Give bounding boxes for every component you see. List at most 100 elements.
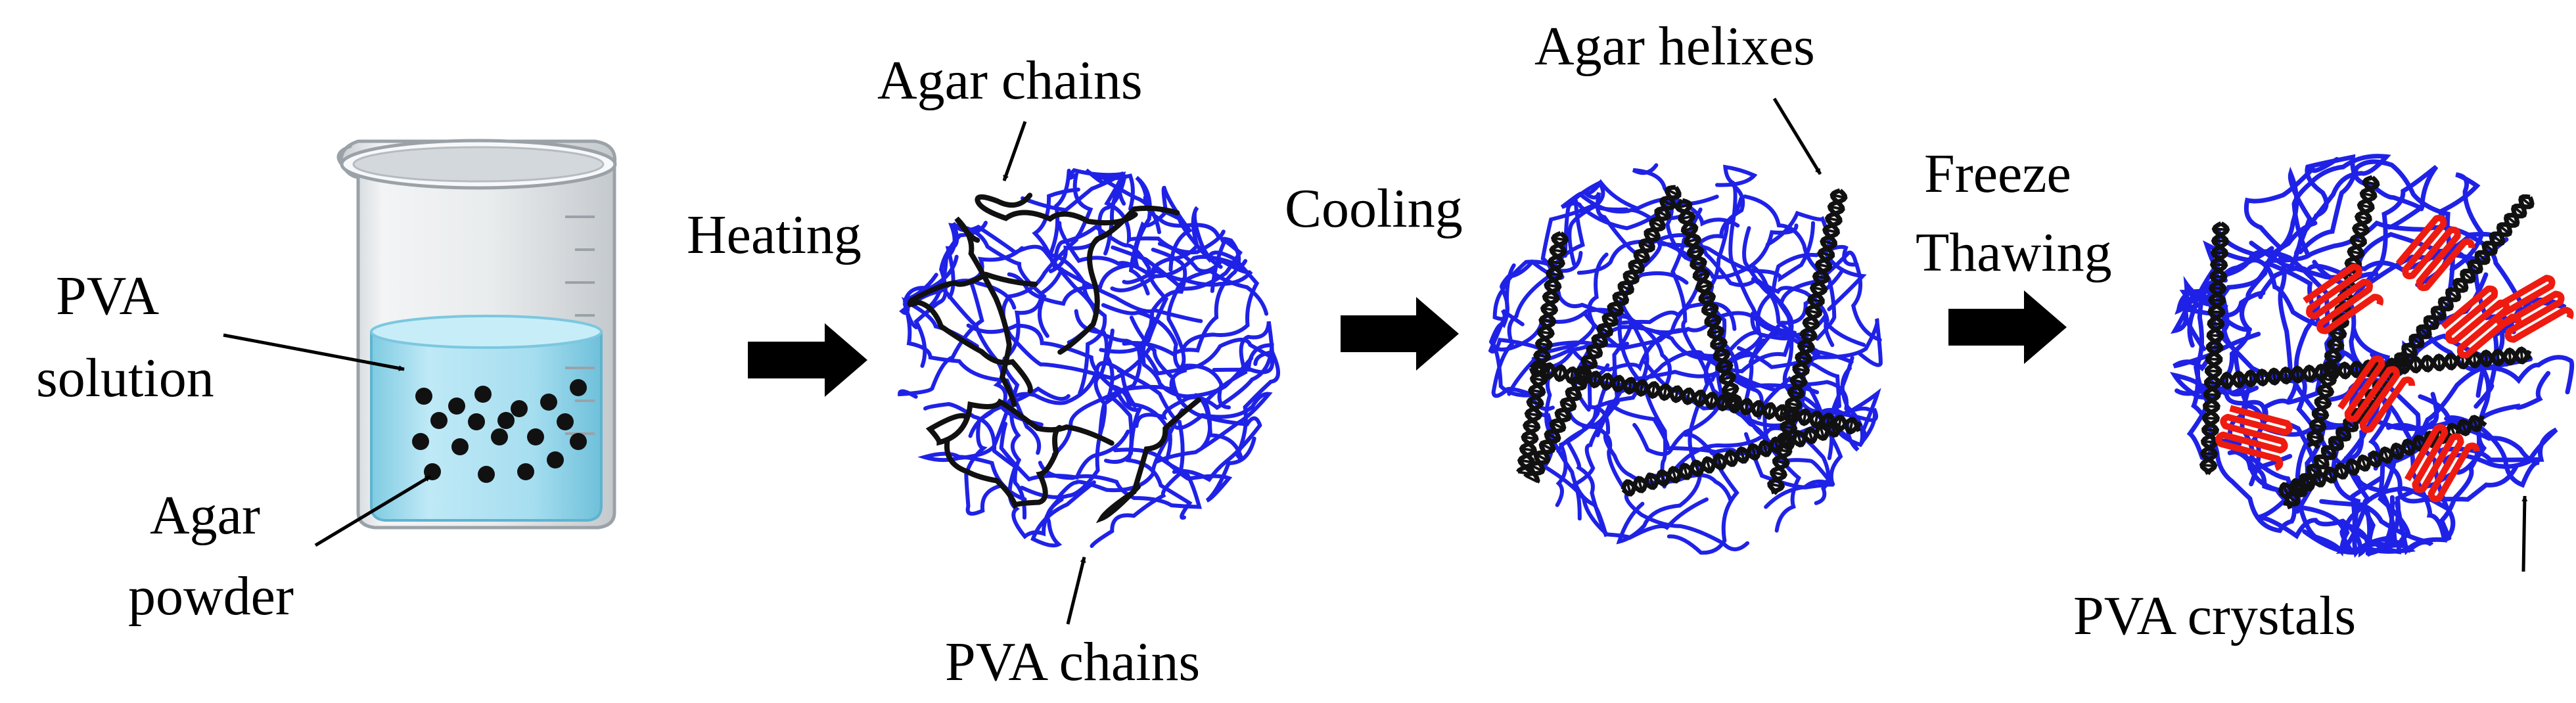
pva-chain	[1057, 221, 1248, 279]
helix-network	[1488, 163, 1883, 555]
pva-chain	[1047, 168, 1107, 396]
pva-chain	[1736, 318, 1883, 369]
agar-chain	[907, 271, 1038, 394]
pva-chain	[2347, 164, 2439, 377]
pva-chain	[1742, 226, 1854, 364]
pointer-pva-chains	[1066, 556, 1086, 625]
pointer-pva-crystals	[2521, 495, 2528, 572]
pva-chain	[927, 223, 1049, 338]
label-heating: Heating	[687, 204, 862, 265]
label-thawing: Thawing	[1916, 222, 2112, 283]
label-pva-crystals: PVA crystals	[2073, 585, 2356, 646]
label-agar-chains: Agar chains	[877, 50, 1143, 111]
pva-chain	[1540, 202, 1672, 390]
pva-chain	[1090, 368, 1185, 548]
pva-crystal	[2337, 355, 2416, 433]
pva-crystal	[2303, 263, 2383, 334]
label-freeze: Freeze	[1924, 143, 2071, 204]
label-pva-solution-line2: solution	[36, 348, 214, 409]
block-arrow-icon-3	[1948, 290, 2067, 364]
pva-chain	[2214, 229, 2330, 332]
pva-chain	[1030, 480, 1096, 548]
pva-chain	[2374, 393, 2447, 555]
pva-chain	[1670, 207, 1778, 453]
pva-chain	[1642, 221, 1815, 283]
pva-chain	[2331, 348, 2395, 558]
pva-chain	[1744, 338, 1843, 488]
pva-agar-mixture	[898, 168, 1280, 548]
pva-chain	[1194, 350, 1280, 463]
pva-chain	[2415, 172, 2485, 287]
pva-chain	[1725, 366, 1879, 444]
agar-chain	[944, 424, 1063, 509]
pva-chain	[902, 302, 1042, 455]
pva-chain	[1507, 252, 1609, 396]
pva-chain	[1097, 303, 1187, 438]
pva-crystal	[2493, 275, 2574, 343]
pva-chain	[1021, 171, 1226, 255]
pva-chain	[2179, 244, 2284, 352]
pva-chain	[1084, 168, 1161, 235]
pva-chain	[2249, 260, 2335, 487]
label-pva-solution-line1: PVA	[56, 265, 160, 327]
pva-chain	[2187, 240, 2341, 348]
crystal-network	[2169, 154, 2575, 558]
pva-chain	[1632, 284, 1727, 457]
pva-chain	[1001, 238, 1154, 381]
agar-helix	[1523, 185, 1682, 484]
agar-chain	[975, 193, 1138, 226]
block-arrow-icon-2	[1341, 297, 1459, 371]
pva-chain	[1134, 343, 1274, 428]
pva-chain	[1110, 384, 1256, 503]
pva-chain	[2305, 154, 2424, 218]
agar-chain	[954, 216, 1017, 407]
label-agar-helixes: Agar helixes	[1534, 16, 1815, 77]
agar-helix	[1529, 360, 1862, 435]
pva-chain	[1111, 195, 1243, 291]
pva-chain	[1122, 242, 1253, 287]
pva-chain	[2243, 156, 2339, 251]
pva-chain	[1153, 392, 1273, 465]
pva-chain	[1572, 322, 1634, 521]
pva-chain	[1744, 432, 1835, 509]
pva-chain	[898, 246, 1024, 399]
agar-helix	[2283, 194, 2535, 510]
pva-chain	[1563, 180, 1605, 266]
pva-chain	[1020, 309, 1109, 499]
pva-chain	[2439, 371, 2551, 541]
agar-helix	[2199, 221, 2230, 476]
pva-chain	[1762, 376, 1849, 533]
pointer-agar-helixes	[1772, 97, 1822, 175]
beaker-icon	[336, 139, 617, 530]
pva-chain	[2420, 325, 2575, 395]
block-arrow-icon-1	[748, 323, 867, 397]
label-cooling: Cooling	[1285, 178, 1463, 239]
pva-chain	[1632, 163, 1799, 279]
agar-powder-particles	[412, 379, 587, 483]
pointer-agar-powder	[314, 474, 432, 547]
agar-chain	[1095, 397, 1201, 524]
pva-chain	[964, 386, 1070, 516]
pva-chain	[1007, 175, 1152, 306]
pva-chain	[1743, 194, 1837, 341]
label-agar-powder-line2: powder	[128, 566, 294, 627]
pva-crystal	[2215, 405, 2293, 471]
agar-chain	[925, 398, 1115, 446]
pva-crystal	[2404, 424, 2480, 503]
pva-chain	[1488, 263, 1629, 354]
agar-chain	[1057, 205, 1180, 355]
pva-chain	[2270, 220, 2523, 304]
pointer-pva-solution	[223, 333, 405, 371]
pva-chain	[1166, 269, 1269, 410]
pva-chain	[1780, 250, 1882, 342]
label-agar-powder-line1: Agar	[150, 485, 260, 546]
pva-chain	[1200, 321, 1275, 449]
pva-chain	[1001, 267, 1064, 520]
label-pva-chains: PVA chains	[945, 631, 1200, 692]
pva-chain	[1693, 244, 1859, 358]
pointer-agar-chains	[1002, 121, 1027, 181]
pva-chain	[1617, 271, 1689, 489]
pva-chain	[999, 422, 1130, 482]
pva-crystal	[2395, 214, 2475, 292]
